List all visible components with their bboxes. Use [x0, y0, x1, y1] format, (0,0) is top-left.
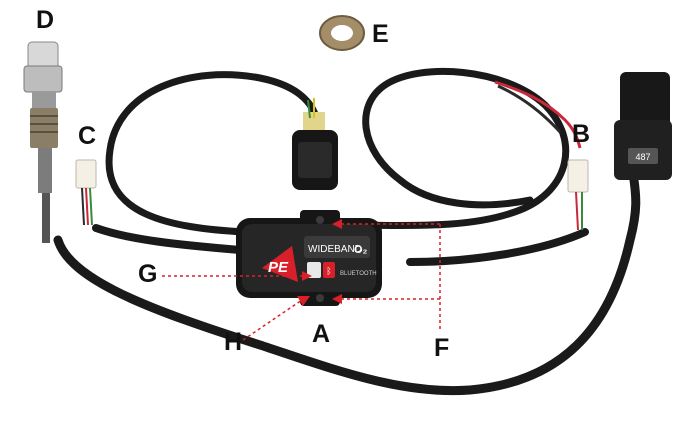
status-led — [307, 262, 321, 278]
pe-logo: PE — [262, 246, 298, 282]
white-plug-b — [567, 159, 589, 231]
right-loop-cable — [341, 68, 570, 230]
connector-tag: 487 — [635, 152, 650, 162]
right-harness-cable — [406, 228, 589, 266]
sensor-cable — [53, 175, 641, 396]
svg-text:ᛒ: ᛒ — [326, 266, 331, 277]
bluetooth-button: ᛒ — [323, 262, 335, 278]
callout-lines — [162, 219, 441, 341]
wideband-module: PE ᛒ WIDEBAND O₂ BLUETOOTH — [236, 210, 382, 306]
callout-f: F — [434, 334, 450, 362]
callout-c: C — [78, 122, 97, 150]
bluetooth-label: BLUETOOTH — [340, 271, 377, 277]
red-wire — [494, 80, 582, 149]
callout-g: G — [138, 260, 158, 288]
o2-sensor — [23, 41, 63, 243]
black-wire — [497, 84, 562, 134]
callout-e: E — [372, 20, 389, 48]
callout-d: D — [36, 6, 55, 34]
loop-connector — [292, 98, 338, 190]
sensor-bung-washer — [319, 15, 365, 51]
analog-output-connector: 487 — [614, 72, 672, 180]
left-harness-cable — [92, 224, 244, 254]
callout-b: B — [572, 120, 591, 148]
callout-a: A — [312, 320, 331, 348]
white-plug-c — [75, 159, 97, 226]
module-title: WIDEBAND — [308, 244, 362, 255]
module-title-o2: O₂ — [354, 244, 368, 256]
callout-h: H — [224, 328, 243, 356]
logo-text: PE — [268, 259, 289, 276]
left-loop-cable — [105, 71, 322, 236]
